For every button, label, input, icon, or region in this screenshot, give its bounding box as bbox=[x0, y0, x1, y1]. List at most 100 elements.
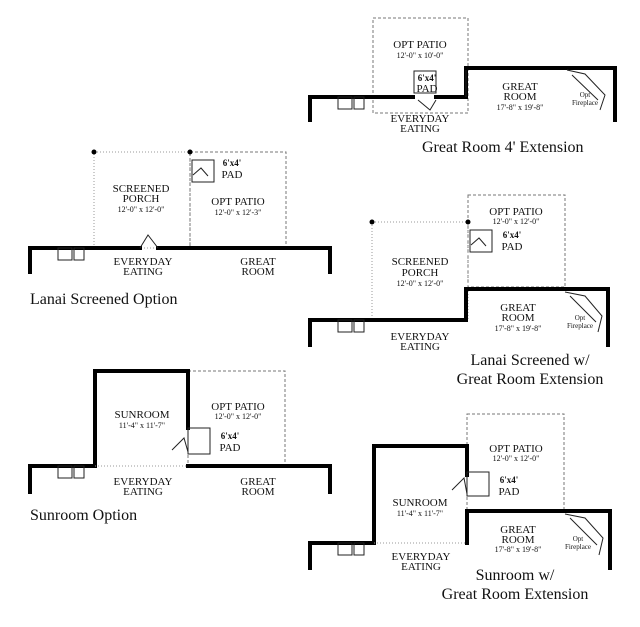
pad-size: 6'x4' bbox=[418, 73, 437, 83]
everyday-label: EVERYDAY bbox=[391, 113, 450, 125]
sink bbox=[337, 542, 353, 556]
opt-patio-label: OPT PATIO bbox=[211, 196, 265, 208]
opt-patio-dims: 12'-0" x 12'-0" bbox=[215, 412, 262, 421]
sink bbox=[337, 96, 353, 110]
range bbox=[353, 96, 365, 110]
great-label: GREAT bbox=[240, 476, 276, 488]
fireplace-outline bbox=[564, 513, 604, 556]
opt-label: Opt bbox=[573, 535, 584, 543]
post bbox=[465, 219, 471, 225]
caption-sunroom-gr-line2: Great Room Extension bbox=[441, 586, 589, 603]
caption-sunroom: Sunroom Option bbox=[30, 507, 138, 524]
rear-wall-right bbox=[156, 246, 332, 274]
range bbox=[353, 542, 365, 556]
fireplace-outline bbox=[564, 291, 603, 333]
opt-patio-label: OPT PATIO bbox=[489, 206, 543, 218]
caption-lanai-gr-line2: Great Room Extension bbox=[456, 371, 604, 388]
door-swing bbox=[139, 234, 159, 249]
fireplace-label: Fireplace bbox=[565, 543, 591, 551]
great-label: GREAT bbox=[240, 256, 276, 268]
opt-patio-dims: 12'-0" x 12'-0" bbox=[493, 454, 540, 463]
opt-patio-dims: 12'-0" x 12'-3" bbox=[215, 208, 262, 217]
great-label: GREAT bbox=[502, 81, 538, 93]
sunroom-dims: 11'-4" x 11'-7" bbox=[119, 421, 165, 430]
pad-outline bbox=[469, 229, 493, 253]
pad-outline bbox=[466, 471, 490, 497]
caption-sunroom-gr-line1: Sunroom w/ bbox=[475, 567, 555, 584]
plan-lanai-screened: SCREENED PORCH 12'-0" x 12'-0" OPT PATIO… bbox=[28, 149, 332, 278]
door-swing bbox=[417, 99, 437, 111]
range bbox=[73, 247, 85, 261]
pad-label: PAD bbox=[499, 486, 520, 498]
post bbox=[91, 149, 97, 155]
plan-great-room-extension: OPT PATIO 12'-0" x 10'-0" 6'x4' PAD EVER… bbox=[308, 17, 617, 135]
everyday-label: EVERYDAY bbox=[391, 331, 450, 343]
porch-dims: 12'-0" x 12'-0" bbox=[118, 205, 165, 214]
door-swing bbox=[192, 167, 209, 177]
screen-outline bbox=[371, 221, 469, 321]
rear-wall-right bbox=[186, 464, 332, 494]
room-label: ROOM bbox=[503, 91, 536, 103]
great-room-dims: 17'-8" x 19'-8" bbox=[495, 324, 542, 333]
plan-sunroom-great-room: SUNROOM 11'-4" x 11'-7" OPT PATIO 12'-0"… bbox=[308, 413, 612, 573]
opt-patio-dims: 12'-0" x 12'-0" bbox=[493, 217, 540, 226]
rear-wall-left bbox=[308, 541, 376, 570]
porch-dims: 12'-0" x 12'-0" bbox=[397, 279, 444, 288]
great-label: GREAT bbox=[500, 302, 536, 314]
pad-size: 6'x4' bbox=[223, 158, 242, 168]
plan-sunroom: SUNROOM 11'-4" x 11'-7" OPT PATIO 12'-0"… bbox=[28, 369, 332, 498]
sink bbox=[57, 247, 73, 261]
screened-label: SCREENED bbox=[392, 256, 449, 268]
caption-great-room-extension: Great Room 4' Extension bbox=[422, 139, 584, 156]
rear-wall-extended bbox=[465, 509, 612, 570]
sunroom-label: SUNROOM bbox=[392, 497, 447, 509]
rear-wall bbox=[308, 287, 610, 347]
great-room-dims: 17'-8" x 19'-8" bbox=[497, 103, 544, 112]
porch-label: PORCH bbox=[402, 267, 439, 279]
room-label: ROOM bbox=[241, 266, 274, 278]
post bbox=[369, 219, 375, 225]
caption-lanai-gr-line1: Lanai Screened w/ bbox=[470, 352, 590, 369]
rear-wall-left bbox=[28, 246, 142, 274]
everyday-label: EVERYDAY bbox=[114, 476, 173, 488]
opt-patio-outline bbox=[372, 17, 469, 114]
eating-label: EATING bbox=[401, 561, 441, 573]
eating-label: EATING bbox=[400, 123, 440, 135]
opt-patio-label: OPT PATIO bbox=[211, 401, 265, 413]
rear-wall-left bbox=[28, 464, 97, 494]
pad-size: 6'x4' bbox=[500, 475, 519, 485]
everyday-label: EVERYDAY bbox=[114, 256, 173, 268]
great-room-dims: 17'-8" x 19'-8" bbox=[495, 545, 542, 554]
great-label: GREAT bbox=[500, 524, 536, 536]
pad-outline bbox=[413, 70, 437, 94]
room-label: ROOM bbox=[501, 312, 534, 324]
range bbox=[73, 465, 85, 479]
screened-label: SCREENED bbox=[113, 183, 170, 195]
porch-label: PORCH bbox=[123, 193, 160, 205]
eating-label: EATING bbox=[123, 486, 163, 498]
pad-outline bbox=[191, 159, 215, 183]
sink bbox=[57, 465, 73, 479]
eating-label: EATING bbox=[400, 341, 440, 353]
sunroom-walls bbox=[372, 444, 469, 544]
range bbox=[353, 319, 365, 333]
pad-size: 6'x4' bbox=[221, 431, 240, 441]
door-swing bbox=[171, 437, 189, 453]
rear-wall-extended bbox=[434, 66, 617, 122]
room-label: ROOM bbox=[241, 486, 274, 498]
rear-wall-left bbox=[308, 95, 415, 122]
door-swing bbox=[451, 476, 468, 495]
pad-label: PAD bbox=[417, 83, 438, 95]
opt-patio-dims: 12'-0" x 10'-0" bbox=[397, 51, 444, 60]
sunroom-dims: 11'-4" x 11'-7" bbox=[397, 509, 443, 518]
eating-label: EATING bbox=[123, 266, 163, 278]
post bbox=[187, 149, 193, 155]
sunroom-label: SUNROOM bbox=[114, 409, 169, 421]
room-label: ROOM bbox=[501, 534, 534, 546]
fireplace-outline bbox=[566, 69, 606, 111]
opt-patio-label: OPT PATIO bbox=[489, 443, 543, 455]
opt-label: Opt bbox=[580, 91, 591, 99]
pad-label: PAD bbox=[222, 169, 243, 181]
caption-lanai-screened: Lanai Screened Option bbox=[30, 291, 178, 308]
door-swing bbox=[470, 237, 487, 247]
